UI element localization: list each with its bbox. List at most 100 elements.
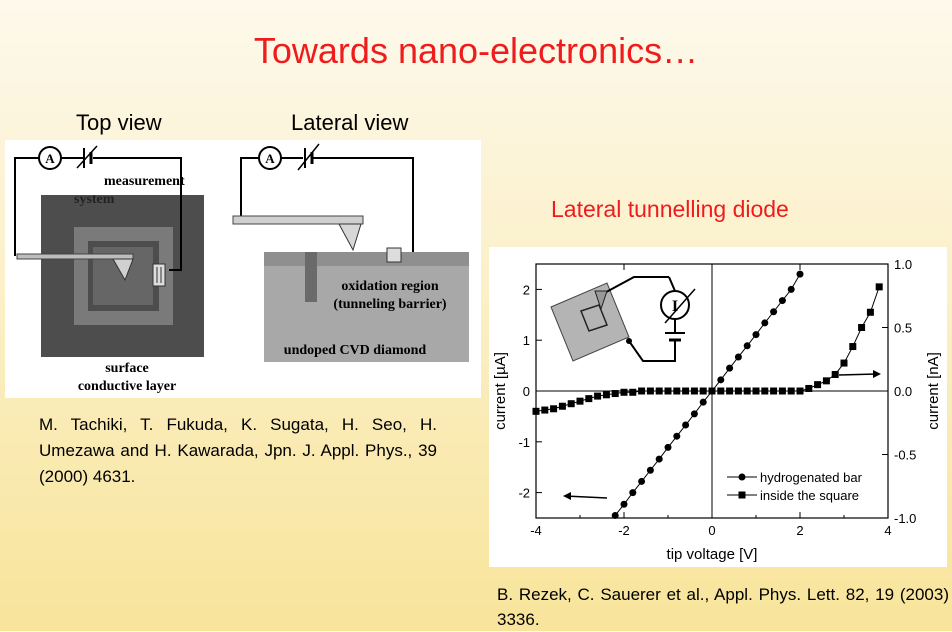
data-point-square bbox=[664, 387, 672, 395]
inset-tip bbox=[594, 290, 608, 311]
undoped-diamond-text: undoped CVD diamond bbox=[284, 343, 427, 358]
x-tick-label: 4 bbox=[884, 523, 891, 538]
data-point-square bbox=[805, 384, 813, 392]
data-point-square bbox=[831, 370, 839, 378]
x-tick-label: -4 bbox=[530, 523, 542, 538]
wire-right bbox=[93, 157, 182, 271]
data-point-square bbox=[673, 387, 681, 395]
data-point-circle bbox=[611, 511, 619, 519]
legend-marker-1 bbox=[738, 473, 746, 481]
surface-layer-lateral bbox=[264, 252, 469, 266]
legend: hydrogenated bar inside the square bbox=[727, 470, 863, 503]
inset-square bbox=[580, 304, 608, 332]
y-right-tick-label: 0.0 bbox=[894, 384, 912, 399]
data-point-square bbox=[532, 407, 540, 415]
top-view-label: Top view bbox=[76, 110, 162, 135]
contact-pad-top bbox=[152, 263, 166, 287]
cantilever-lat bbox=[232, 215, 364, 225]
data-point-square bbox=[567, 400, 575, 408]
data-point-square bbox=[717, 387, 725, 395]
x-tick-label: 2 bbox=[796, 523, 803, 538]
data-point-circle bbox=[752, 331, 760, 339]
left-axis-arrowhead bbox=[563, 492, 571, 500]
system-text: system bbox=[74, 192, 115, 207]
ammeter-lat-symbol: A bbox=[265, 151, 275, 166]
data-point-square bbox=[770, 387, 778, 395]
data-point-circle bbox=[787, 285, 795, 293]
schematic-svg: A measurement system surface conductive … bbox=[14, 143, 469, 394]
right-axis-arrow bbox=[838, 373, 878, 376]
y-left-tick-label: -1 bbox=[518, 435, 530, 450]
slide-title: Towards nano-electronics… bbox=[253, 30, 699, 71]
data-point-square bbox=[638, 387, 646, 395]
data-point-square bbox=[866, 308, 874, 316]
data-point-circle bbox=[699, 398, 707, 406]
data-point-circle bbox=[761, 319, 769, 327]
series-arrows bbox=[563, 370, 881, 500]
data-point-square bbox=[787, 387, 795, 395]
series-line-2 bbox=[535, 286, 880, 412]
ammeter-lat-icon bbox=[258, 146, 282, 170]
data-point-square bbox=[682, 387, 690, 395]
data-point-square bbox=[734, 387, 742, 395]
diamond-substrate-lateral bbox=[264, 252, 469, 362]
data-point-circle bbox=[646, 466, 654, 474]
data-point-circle bbox=[734, 353, 742, 361]
data-point-circle bbox=[743, 342, 751, 350]
data-point-circle bbox=[726, 364, 734, 372]
device-schematic: A measurement system surface conductive … bbox=[5, 140, 481, 398]
data-point-circle bbox=[778, 297, 786, 305]
contact-pad-lat bbox=[386, 247, 402, 263]
y-right-tick-label: -0.5 bbox=[894, 448, 916, 463]
data-point-square bbox=[726, 387, 734, 395]
legend-marker-2 bbox=[738, 491, 746, 499]
data-point-square bbox=[822, 377, 830, 385]
data-point-square bbox=[558, 402, 566, 410]
data-point-square bbox=[743, 387, 751, 395]
data-point-square bbox=[690, 387, 698, 395]
oxidized-square bbox=[74, 227, 173, 325]
y-right-tick-label: 0.5 bbox=[894, 321, 912, 336]
measurement-text: measurement bbox=[104, 174, 185, 189]
y-axis-right-label: current [nA] bbox=[925, 352, 942, 430]
legend-label-2: inside the square bbox=[760, 488, 859, 503]
data-point-square bbox=[761, 387, 769, 395]
y-right-tick-label: -1.0 bbox=[894, 511, 916, 526]
x-tick-label: 0 bbox=[708, 523, 715, 538]
data-point-square bbox=[602, 391, 610, 399]
inset-wire-top bbox=[596, 276, 669, 298]
diode-label: Lateral tunnelling diode bbox=[551, 196, 789, 222]
data-point-circle bbox=[655, 455, 663, 463]
ammeter-symbol: A bbox=[45, 151, 55, 166]
data-point-circle bbox=[796, 270, 804, 278]
y-left-tick-label: 1 bbox=[523, 333, 530, 348]
data-point-circle bbox=[664, 443, 672, 451]
y-axis-left-label: current [µA] bbox=[492, 352, 509, 430]
inset-contact bbox=[626, 338, 632, 344]
data-point-circle bbox=[682, 421, 690, 429]
x-tick-label: -2 bbox=[618, 523, 630, 538]
y-left-tick-label: 2 bbox=[523, 282, 530, 297]
data-point-square bbox=[814, 381, 822, 389]
data-point-circle bbox=[717, 376, 725, 384]
reference-right: B. Rezek, C. Sauerer et al., Appl. Phys.… bbox=[497, 585, 949, 629]
lateral-view-label: Lateral view bbox=[291, 110, 409, 135]
data-point-square bbox=[620, 388, 628, 396]
data-point-circle bbox=[629, 489, 637, 497]
y-left-tick-label: 0 bbox=[523, 384, 530, 399]
inset-variable-arrow bbox=[664, 288, 696, 324]
oxidation-column bbox=[305, 252, 317, 302]
data-point-square bbox=[752, 387, 760, 395]
cantilever-top bbox=[16, 253, 134, 260]
legend-label-1: hydrogenated bar bbox=[760, 470, 863, 485]
variable-lat-arrow bbox=[297, 143, 320, 171]
right-axis-arrowhead bbox=[873, 370, 881, 378]
conductive-layer-text: conductive layer bbox=[78, 379, 176, 394]
wire-lat-left bbox=[240, 157, 259, 216]
inset-schematic: I bbox=[550, 276, 696, 362]
data-point-circle bbox=[673, 432, 681, 440]
inset-meter-symbol: I bbox=[672, 298, 678, 315]
data-point-square bbox=[646, 387, 654, 395]
data-point-square bbox=[629, 388, 637, 396]
